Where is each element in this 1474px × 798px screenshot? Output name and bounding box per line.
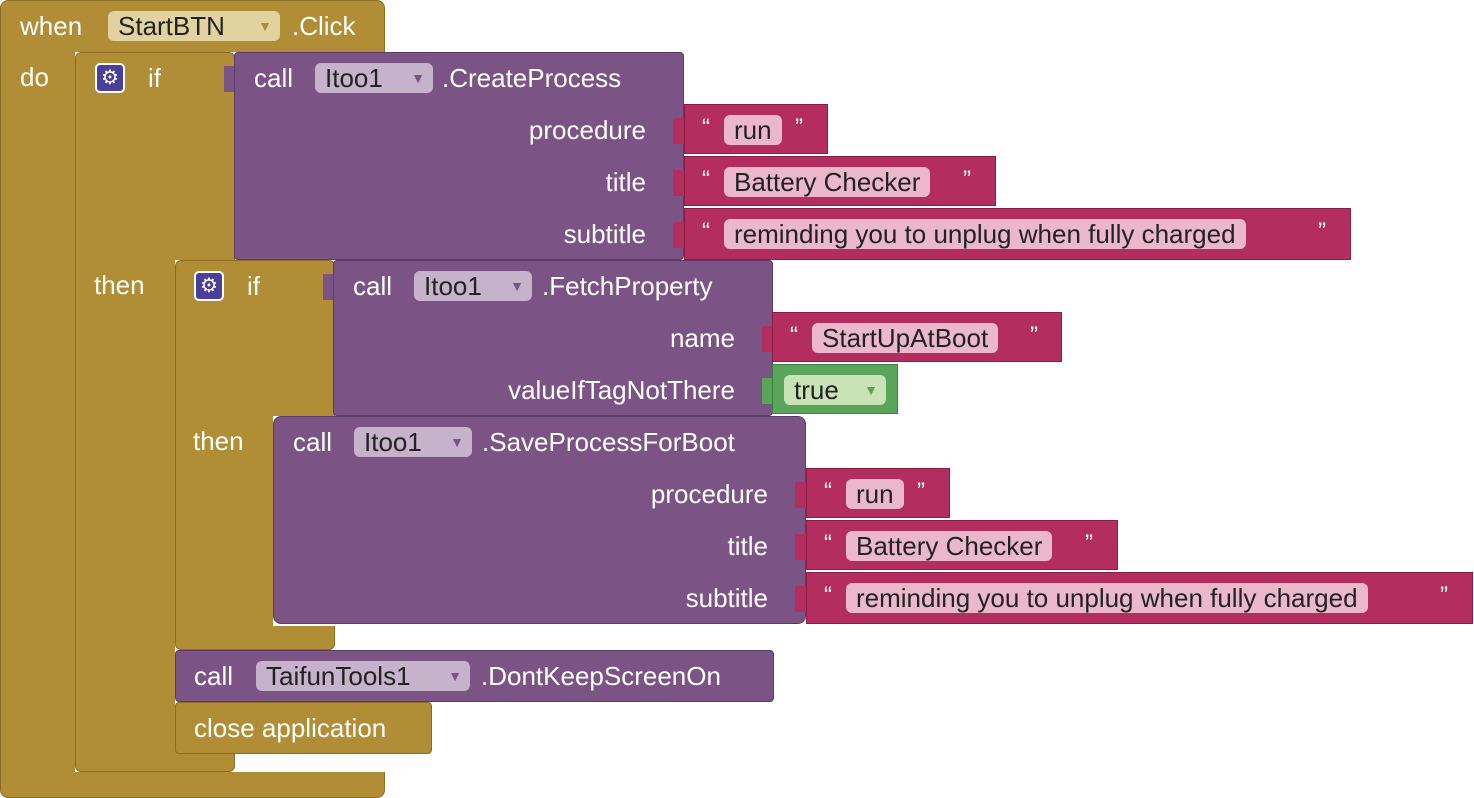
text-field-title-1[interactable]: Battery Checker [724, 167, 931, 197]
fetch-property-value-label: valueIfTagNotThere [508, 375, 735, 405]
fetch-property-call-label: call [353, 271, 393, 301]
text-name-connector [762, 326, 774, 352]
open-quote-icon: “ [824, 530, 832, 557]
if-outer-then-label: then [94, 270, 145, 300]
close-application-label: close application [194, 713, 387, 743]
open-quote-icon: “ [702, 114, 710, 141]
text-field-procedure-2[interactable]: run [846, 479, 904, 509]
close-quote-icon: ” [1440, 582, 1448, 609]
chevron-down-icon: ▼ [411, 70, 425, 86]
open-quote-icon: “ [702, 218, 710, 245]
event-when-label: when [20, 11, 83, 41]
fetch-property-connector [323, 274, 335, 300]
fetch-property-component-dropdown[interactable]: Itoo1 ▼ [414, 271, 532, 301]
text-title-connector-2 [795, 534, 807, 560]
fetch-property-method-label: .FetchProperty [542, 271, 713, 301]
text-field-subtitle-2[interactable]: reminding you to unplug when fully charg… [846, 583, 1368, 613]
save-process-subtitle-label: subtitle [685, 583, 768, 613]
save-process-procedure-label: procedure [650, 479, 768, 509]
event-component-value: StartBTN [118, 11, 225, 41]
dont-keep-screen-on-method-label: .DontKeepScreenOn [481, 661, 721, 691]
chevron-down-icon: ▼ [864, 382, 878, 398]
save-process-title-label: title [727, 531, 768, 561]
text-field-title-2[interactable]: Battery Checker [846, 531, 1053, 561]
close-quote-icon: ” [917, 478, 925, 505]
logic-true-dropdown[interactable]: true ▼ [784, 375, 886, 405]
close-quote-icon: ” [963, 166, 971, 193]
dont-keep-screen-on-component-value: TaifunTools1 [266, 661, 411, 691]
fetch-property-component-value: Itoo1 [424, 271, 482, 301]
create-process-block[interactable] [234, 52, 684, 260]
create-process-call-label: call [254, 63, 294, 93]
text-field-procedure-1[interactable]: run [724, 115, 782, 145]
text-subtitle-connector-2 [795, 586, 807, 612]
save-process-method-label: .SaveProcessForBoot [482, 427, 735, 457]
close-quote-icon: ” [795, 114, 803, 141]
text-subtitle-connector-1 [673, 222, 685, 248]
create-process-component-value: Itoo1 [325, 63, 383, 93]
dont-keep-screen-on-component-dropdown[interactable]: TaifunTools1 ▼ [256, 661, 470, 691]
if-outer-if-label: if [148, 63, 161, 93]
text-run-connector-2 [795, 482, 807, 508]
create-process-component-dropdown[interactable]: Itoo1 ▼ [315, 63, 433, 93]
event-name-label: .Click [292, 11, 356, 41]
save-process-component-value: Itoo1 [364, 427, 422, 457]
chevron-down-icon: ▼ [258, 18, 272, 34]
chevron-down-icon: ▼ [510, 278, 524, 294]
save-process-call-label: call [293, 427, 333, 457]
fetch-property-block[interactable] [333, 260, 773, 416]
save-process-component-dropdown[interactable]: Itoo1 ▼ [354, 427, 472, 457]
gear-icon[interactable]: ⚙ [95, 63, 125, 93]
close-application-block[interactable] [175, 702, 432, 754]
if-inner-then-label: then [193, 426, 244, 456]
logic-true-connector [762, 378, 774, 404]
open-quote-icon: “ [702, 166, 710, 193]
open-quote-icon: “ [824, 582, 832, 609]
create-process-connector [224, 66, 236, 92]
gear-icon[interactable]: ⚙ [194, 271, 224, 301]
dont-keep-screen-on-call-label: call [194, 661, 234, 691]
close-quote-icon: ” [1318, 218, 1326, 245]
open-quote-icon: “ [790, 322, 798, 349]
chevron-down-icon: ▼ [450, 434, 464, 450]
create-process-title-label: title [605, 167, 646, 197]
text-field-subtitle-1[interactable]: reminding you to unplug when fully charg… [724, 219, 1246, 249]
text-run-connector-1 [673, 118, 685, 144]
open-quote-icon: “ [824, 478, 832, 505]
event-do-label: do [20, 62, 49, 92]
create-process-method-label: .CreateProcess [442, 63, 622, 93]
close-quote-icon: ” [1030, 322, 1038, 349]
create-process-procedure-label: procedure [528, 115, 646, 145]
create-process-subtitle-label: subtitle [563, 219, 646, 249]
close-quote-icon: ” [1085, 530, 1093, 557]
chevron-down-icon: ▼ [448, 668, 462, 684]
logic-true-value: true [794, 375, 839, 405]
fetch-property-name-label: name [669, 323, 735, 353]
if-inner-if-label: if [247, 271, 260, 301]
text-title-connector-1 [673, 170, 685, 196]
event-component-dropdown[interactable]: StartBTN ▼ [108, 11, 280, 41]
text-field-name[interactable]: StartUpAtBoot [812, 323, 999, 353]
